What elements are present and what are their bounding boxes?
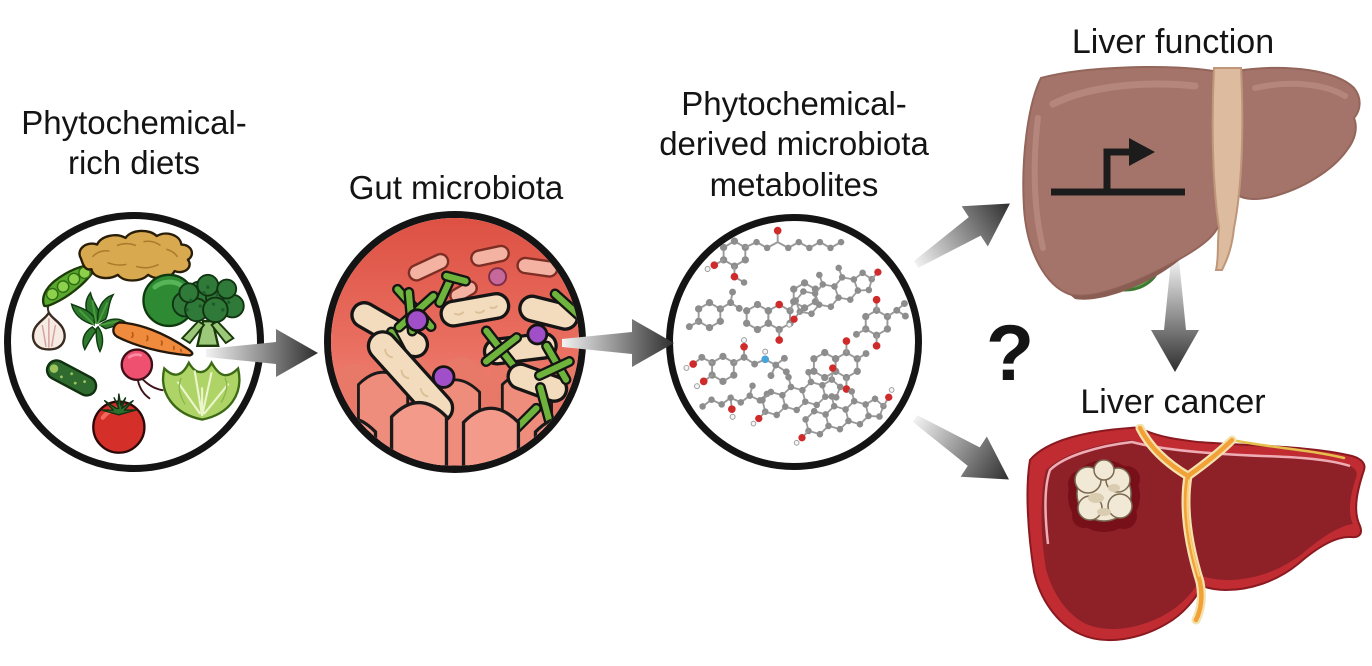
radish-icon xyxy=(120,348,164,400)
arrow-metabolites-to-liver-cancer xyxy=(901,398,1023,500)
broccoli-icon xyxy=(171,273,245,347)
metabolites-circle xyxy=(666,214,922,470)
diet-circle xyxy=(4,212,264,472)
molecule-icon xyxy=(750,360,848,427)
arrow-gut-to-metabolites xyxy=(562,319,674,367)
liver-function-label: Liver function xyxy=(1071,23,1275,61)
liver-cancer-label: Liver cancer xyxy=(1080,383,1266,421)
molecule-icon xyxy=(852,295,909,350)
ginger-icon xyxy=(78,229,194,282)
vegetables-illustration xyxy=(31,229,245,454)
lettuce-icon xyxy=(161,360,241,421)
gut-microbiota-circle xyxy=(324,211,586,473)
gut-bacteria-illustration xyxy=(331,218,579,466)
molecule-icon xyxy=(742,278,821,344)
purple-sphere-icon xyxy=(405,308,429,333)
ligament-icon xyxy=(1211,67,1244,271)
molecules-illustration xyxy=(683,226,909,446)
metabolites-label: Phytochemical- derived microbiota metabo… xyxy=(659,85,929,203)
molecule-icon xyxy=(699,382,771,420)
cucumber-icon xyxy=(45,359,98,397)
carrot-icon xyxy=(112,321,194,357)
purple-sphere-icon xyxy=(526,323,549,346)
garlic-icon xyxy=(31,300,66,351)
tomato-icon xyxy=(92,393,146,454)
diet-label: Phytochemical- rich diets xyxy=(21,104,247,182)
molecule-icon xyxy=(685,288,743,333)
molecule-icon xyxy=(704,226,845,286)
molecule-icon xyxy=(785,253,882,328)
molecule-icon xyxy=(793,379,895,446)
molecule-icon xyxy=(809,337,870,393)
question-mark: ? xyxy=(985,308,1035,397)
transcription-arrow-icon xyxy=(1051,138,1185,196)
bile-duct-icon xyxy=(1135,424,1346,625)
liver-cancer-illustration xyxy=(1026,424,1366,641)
tumor-icon xyxy=(1068,459,1140,532)
molecule-icon xyxy=(683,337,790,390)
purple-sphere-icon xyxy=(431,365,456,389)
arrow-diet-to-gut xyxy=(206,329,318,377)
gut-microbiota-label: Gut microbiota xyxy=(348,169,564,206)
liver-function-illustration xyxy=(1022,65,1361,300)
